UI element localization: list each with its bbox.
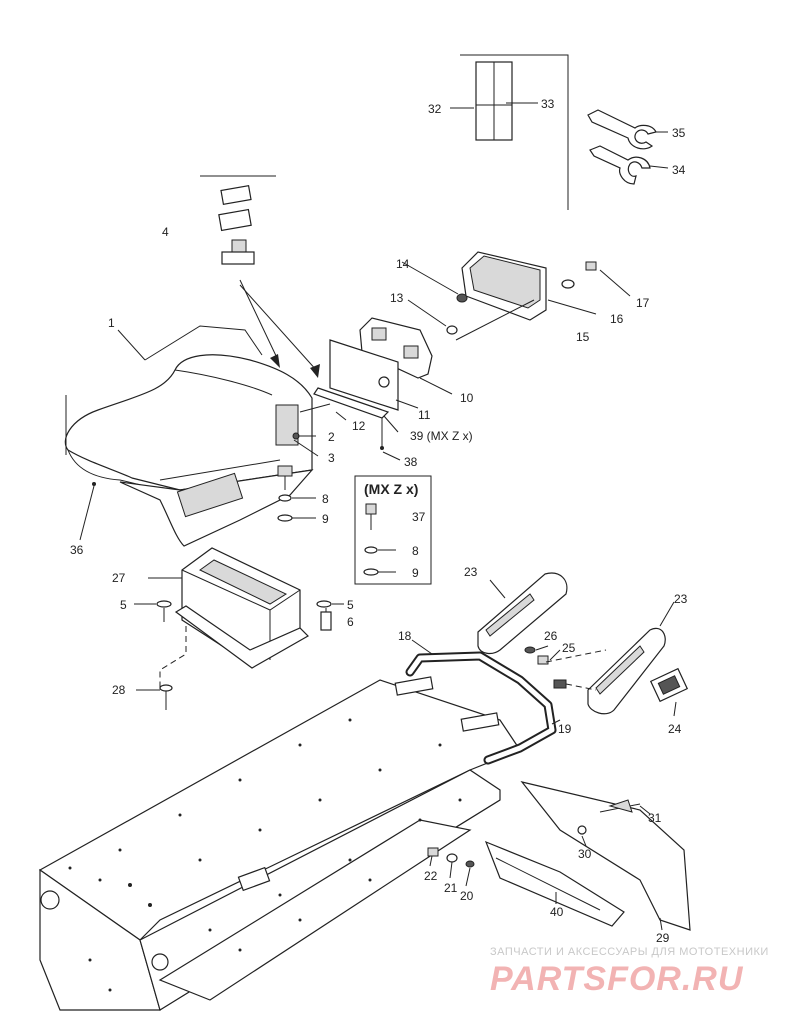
label-35: 35 <box>672 126 686 140</box>
label-23b: 23 <box>674 592 688 606</box>
rivet-holes <box>68 718 462 992</box>
label-12: 12 <box>352 419 366 433</box>
label-15: 15 <box>576 330 590 344</box>
label-1: 1 <box>108 316 115 330</box>
label-24: 24 <box>668 722 682 736</box>
label-34: 34 <box>672 163 686 177</box>
label-9a: 9 <box>322 512 329 526</box>
label-17: 17 <box>636 296 650 310</box>
label-23a: 23 <box>464 565 478 579</box>
label-37: 37 <box>412 510 426 524</box>
label-20: 20 <box>460 889 474 903</box>
vent-assembly-4 <box>200 175 320 378</box>
label-10: 10 <box>460 391 474 405</box>
label-27: 27 <box>112 571 126 585</box>
storage-box-27 <box>134 547 344 710</box>
tunnel-frame <box>38 676 521 1011</box>
label-14: 14 <box>396 257 410 271</box>
label-5a: 5 <box>120 598 127 612</box>
inset-box-mx-z-x: (MX Z x) <box>354 475 432 585</box>
label-8b: 8 <box>412 544 419 558</box>
label-8a: 8 <box>322 492 329 506</box>
side-covers-23 <box>477 572 689 717</box>
spanner-wrench-34 <box>589 145 651 185</box>
spanner-wrench-35 <box>587 109 657 150</box>
label-18: 18 <box>398 629 412 643</box>
label-40: 40 <box>550 905 564 919</box>
label-21: 21 <box>444 881 458 895</box>
label-29: 29 <box>656 931 670 945</box>
grab-handle-18 <box>405 639 561 765</box>
watermark: ЗАПЧАСТИ И АКСЕССУАРЫ ДЛЯ МОТОТЕХНИКИ PA… <box>490 946 769 998</box>
label-22: 22 <box>424 869 438 883</box>
label-6: 6 <box>347 615 354 629</box>
label-39: 39 (MX Z x) <box>410 429 473 443</box>
label-28: 28 <box>112 683 126 697</box>
taillight-bracket-11 <box>329 339 399 411</box>
seat-assembly <box>64 325 319 547</box>
label-19: 19 <box>558 722 572 736</box>
inset-title: (MX Z x) <box>364 481 418 497</box>
label-5b: 5 <box>347 598 354 612</box>
label-11: 11 <box>418 408 431 422</box>
part-labels: 32 33 35 34 4 14 17 13 16 1 15 10 11 12 … <box>70 97 688 945</box>
label-38: 38 <box>404 455 418 469</box>
label-3: 3 <box>328 451 335 465</box>
label-36a: 36 <box>70 543 84 557</box>
label-25: 25 <box>562 641 576 655</box>
flaps <box>427 781 691 931</box>
label-31: 31 <box>648 811 662 825</box>
label-9b: 9 <box>412 566 419 580</box>
seat-cushion <box>64 354 313 491</box>
label-13: 13 <box>390 291 404 305</box>
label-4: 4 <box>162 225 169 239</box>
watermark-subtitle: ЗАПЧАСТИ И АКСЕССУАРЫ ДЛЯ МОТОТЕХНИКИ <box>490 946 769 958</box>
label-26: 26 <box>544 629 558 643</box>
taillight-assembly <box>299 251 631 461</box>
label-33: 33 <box>541 97 555 111</box>
label-16: 16 <box>610 312 624 326</box>
watermark-brand: PARTSFOR.RU <box>490 960 744 998</box>
decal-tool-group <box>450 54 669 210</box>
label-30: 30 <box>578 847 592 861</box>
label-32: 32 <box>428 102 442 116</box>
label-2: 2 <box>328 430 335 444</box>
